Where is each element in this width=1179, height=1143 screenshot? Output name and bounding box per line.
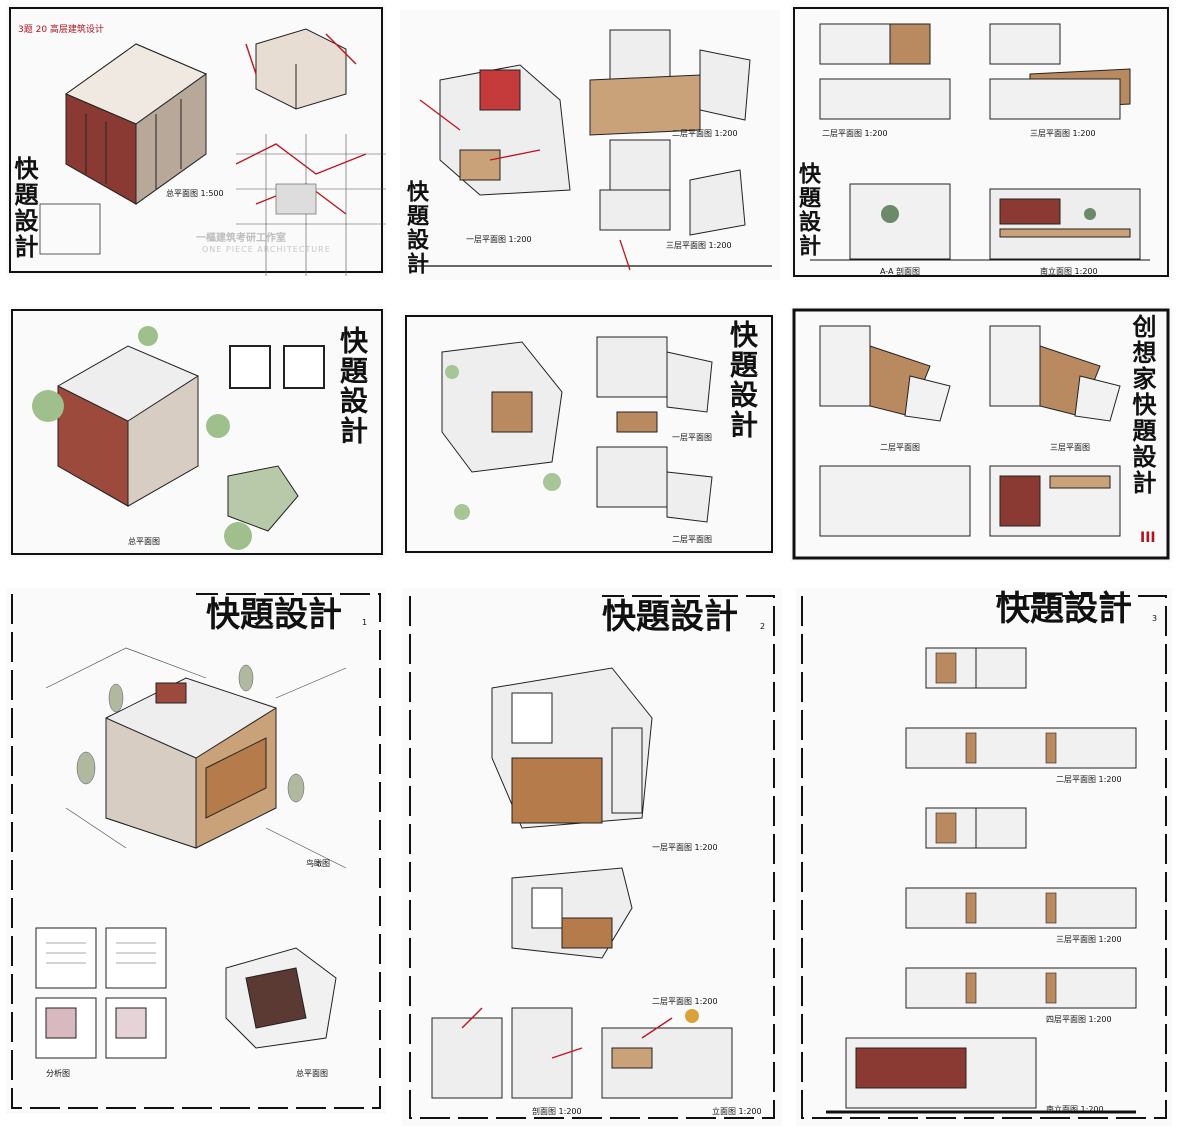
sheet-3-note-0: 二层平面图 1:200 (822, 129, 888, 138)
sheet-7-title: 快題設計 (206, 595, 342, 635)
sheet-8-drawing (409, 595, 775, 1119)
sheet-6-title: 创想家快題設計 (1128, 314, 1156, 496)
sheet-3-note-1: 三层平面图 1:200 (1030, 129, 1096, 138)
design-sheet-6: 创想家快題設計 III 二层平面图 三层平面图 (790, 306, 1172, 562)
sheet-3-note-3: 南立面图 1:200 (1040, 267, 1098, 276)
sheet-7-mark: 1 (362, 618, 368, 627)
sheet-8-mark: 2 (760, 622, 766, 631)
sheet-1-title: 快題設計 (10, 156, 38, 260)
sheet-5-drawing (405, 315, 773, 553)
sheet-5-note-0: 一层平面图 (672, 433, 712, 442)
watermark-text: 一樞建筑考研工作室 (196, 233, 286, 244)
sheet-9-mark: 3 (1152, 614, 1158, 623)
sheet-8-note-2: 剖面图 1:200 (532, 1107, 582, 1116)
sheet-2-note-0: 一层平面图 1:200 (466, 235, 532, 244)
sheet-1-note-0: 3题 20 高层建筑设计 (18, 25, 104, 35)
sheet-7-note-2: 分析图 (46, 1069, 70, 1078)
sheet-9-note-1: 三层平面图 1:200 (1056, 935, 1122, 944)
sheet-1-drawing (9, 7, 386, 276)
design-sheet-9: 快題設計 3 二层平面图 1:200 三层平面图 1:200 四层平面图 1:2… (796, 588, 1172, 1126)
sheet-4-title: 快題設計 (336, 326, 369, 446)
sheet-7-drawing (11, 593, 381, 1109)
sheet-3-title: 快題設計 (795, 162, 820, 258)
design-sheet-5: 快題設計 一层平面图 二层平面图 (402, 312, 776, 556)
sheet-8-note-1: 二层平面图 1:200 (652, 997, 718, 1006)
sheet-3-note-2: A-A 剖面图 (880, 267, 921, 276)
design-sheet-4: 快題設計 总平面图 (8, 306, 386, 558)
sheet-2-title: 快題設計 (403, 180, 428, 276)
sheet-8-title: 快題設計 (602, 597, 738, 637)
sheet-9-note-3: 南立面图 1:200 (1046, 1105, 1104, 1114)
sheet-9-note-0: 二层平面图 1:200 (1056, 775, 1122, 784)
design-sheet-3: 快題設計 二层平面图 1:200 三层平面图 1:200 A-A 剖面图 南立面… (790, 4, 1172, 280)
sheet-7-note-0: 鸟瞰图 (306, 859, 330, 868)
sheet-6-mark: III (1140, 530, 1156, 546)
design-sheet-8: 快題設計 2 一层平面图 1:200 二层平面图 1:200 剖面图 1:200… (402, 588, 782, 1126)
sheet-5-title: 快題設計 (726, 320, 759, 440)
sheet-2-note-1: 二层平面图 1:200 (672, 129, 738, 138)
sheet-2-note-2: 三层平面图 1:200 (666, 241, 732, 250)
sheet-4-note-0: 总平面图 (128, 537, 160, 546)
watermark-sub: ONE PIECE ARCHITECTURE (202, 245, 331, 254)
sheet-4-drawing (11, 309, 383, 555)
sheet-1-note-1: 总平面图 1:500 (166, 189, 224, 198)
sheet-9-drawing (801, 595, 1167, 1119)
sheet-9-note-2: 四层平面图 1:200 (1046, 1015, 1112, 1024)
sheet-6-drawing (792, 308, 1170, 560)
sheet-3-drawing (793, 7, 1169, 277)
sheet-8-note-0: 一层平面图 1:200 (652, 843, 718, 852)
design-sheet-7: 快題設計 1 鸟瞰图 总平面图 分析图 (6, 588, 386, 1114)
design-sheet-1: 快題設計 3题 20 高层建筑设计 总平面图 1:500 一樞建筑考研工作室 O… (6, 4, 386, 276)
sheet-6-note-1: 三层平面图 (1050, 443, 1090, 452)
sheet-5-note-1: 二层平面图 (672, 535, 712, 544)
sheet-6-note-0: 二层平面图 (880, 443, 920, 452)
sheet-2-drawing (408, 29, 772, 271)
sheet-7-note-1: 总平面图 (296, 1069, 328, 1078)
sheet-8-note-3: 立面图 1:200 (712, 1107, 762, 1116)
sheet-9-title: 快題設計 (996, 589, 1132, 629)
design-sheet-2: 快題設計 一层平面图 1:200 二层平面图 1:200 三层平面图 1:200 (400, 10, 780, 280)
